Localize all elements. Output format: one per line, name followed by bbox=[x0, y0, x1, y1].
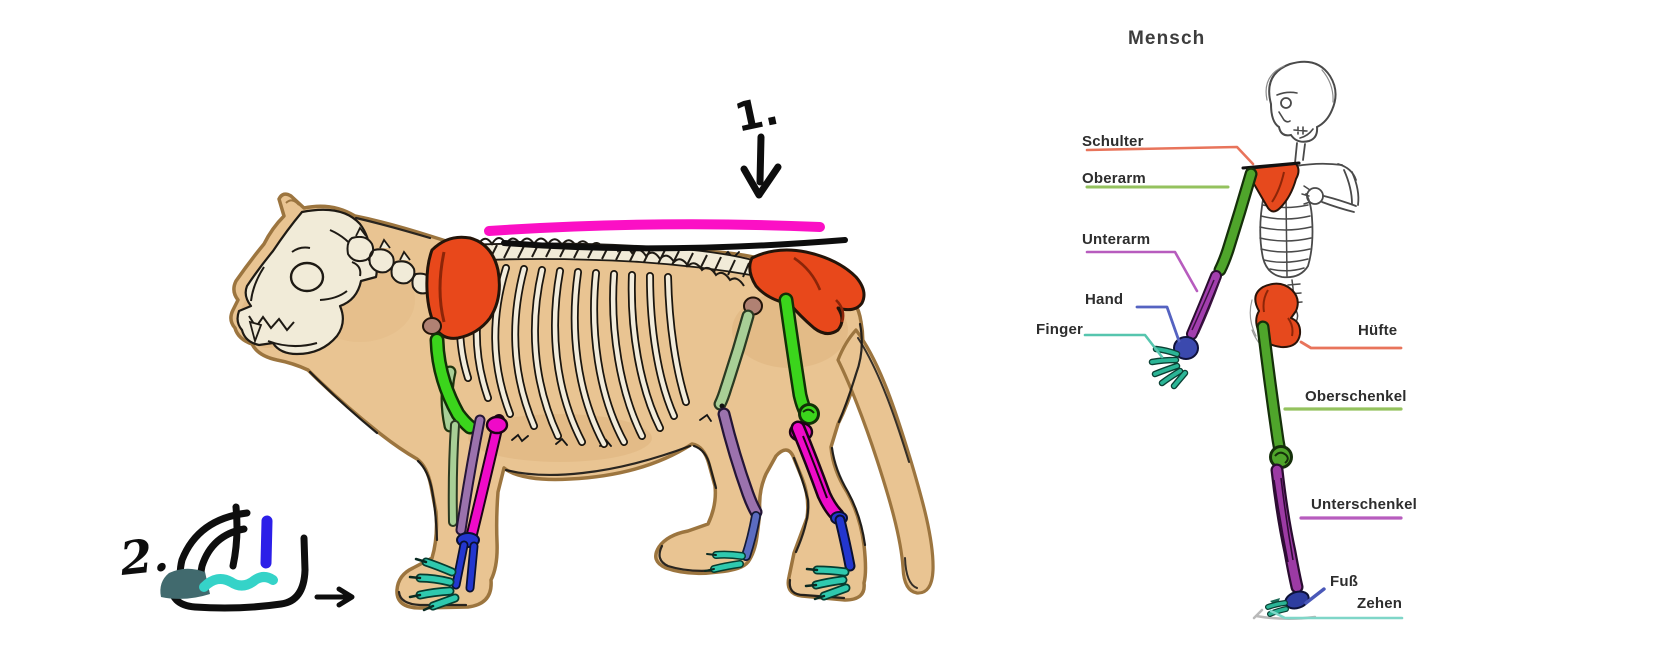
human-arm-bones bbox=[1148, 161, 1301, 390]
label-hand: Hand bbox=[1085, 291, 1124, 308]
finger-leader-line bbox=[1083, 333, 1164, 359]
annotations: 1. 2. bbox=[117, 88, 848, 612]
lion-scapula bbox=[422, 235, 501, 340]
down-arrow-shaft bbox=[756, 133, 765, 186]
far-toes bbox=[711, 552, 745, 572]
human-scapula-topline bbox=[1241, 161, 1301, 170]
doodle-blue-bar bbox=[260, 515, 273, 569]
humerus bbox=[432, 335, 475, 432]
knee-ball bbox=[801, 406, 817, 422]
mark-step-two: 2. bbox=[117, 527, 171, 586]
hind-claws bbox=[804, 567, 826, 601]
scapula-detail bbox=[438, 251, 446, 323]
front-toes bbox=[417, 559, 458, 609]
ulna bbox=[457, 416, 484, 534]
label-zehen: Zehen bbox=[1357, 595, 1403, 612]
doodle-cyan-wave bbox=[199, 572, 278, 592]
label-leader-lines bbox=[1083, 145, 1404, 620]
tibia bbox=[793, 423, 842, 520]
far-knee-dot bbox=[719, 403, 725, 409]
radius-head bbox=[485, 415, 509, 435]
human-right-arm bbox=[1321, 163, 1360, 213]
schulter-leader-line bbox=[1085, 145, 1255, 166]
lion-skull-details bbox=[250, 229, 362, 347]
human-skull-echo bbox=[1265, 65, 1334, 103]
right-arrow-icon bbox=[314, 586, 355, 608]
human-tibia bbox=[1272, 465, 1302, 592]
doodle-outline-strokes bbox=[167, 503, 309, 612]
human-face-details bbox=[1276, 91, 1314, 139]
human-pelvis-detail bbox=[1262, 289, 1294, 337]
label-oberarm: Oberarm bbox=[1082, 170, 1146, 187]
lion-canine-tooth bbox=[248, 320, 263, 344]
knee-swirl bbox=[802, 408, 815, 414]
human-forearm-bones-lines bbox=[1191, 279, 1221, 335]
far-claws bbox=[704, 553, 717, 572]
human-ribs bbox=[1259, 204, 1312, 272]
foot-doodle bbox=[160, 503, 309, 612]
human-skull bbox=[1268, 60, 1337, 143]
human-knee-swirl bbox=[1274, 451, 1289, 464]
down-arrow-head bbox=[740, 163, 782, 199]
fuss-leader-line bbox=[1304, 587, 1326, 605]
human-tibia-lines bbox=[1273, 477, 1294, 563]
human-eye-socket bbox=[1280, 97, 1292, 109]
huefte-leader-line bbox=[1299, 340, 1403, 350]
back-highlight-black-line bbox=[501, 237, 848, 252]
metatarsus bbox=[836, 516, 854, 570]
lion-figure bbox=[229, 192, 935, 612]
neck-vertebrae-spikes bbox=[355, 226, 411, 261]
shoulder-joint-blob bbox=[422, 317, 442, 335]
far-femur bbox=[715, 311, 753, 409]
lion-front-leg-bones bbox=[408, 332, 509, 612]
metacarpals bbox=[453, 542, 477, 591]
human-toes bbox=[1266, 601, 1288, 616]
lion-ink-outline bbox=[308, 216, 867, 607]
human-figure bbox=[1083, 60, 1404, 620]
far-metatarsus bbox=[742, 512, 760, 560]
label-oberschenkel: Oberschenkel bbox=[1305, 388, 1407, 405]
label-finger: Finger bbox=[1036, 321, 1084, 338]
down-arrow-icon bbox=[740, 133, 782, 199]
human-scapula bbox=[1246, 163, 1300, 213]
mark-step-one: 1. bbox=[731, 88, 783, 142]
far-radius bbox=[449, 422, 458, 525]
spine-process-crest bbox=[449, 237, 745, 287]
lion-eye-socket bbox=[289, 261, 325, 293]
lion-neck-vertebrae bbox=[346, 226, 434, 295]
zehen-leader-line bbox=[1269, 609, 1404, 620]
hand-leader-line bbox=[1135, 305, 1181, 343]
far-tibia bbox=[719, 409, 761, 517]
pelvis-detail bbox=[793, 256, 845, 323]
hind-toes bbox=[813, 567, 849, 599]
back-highlight-pink-line bbox=[484, 219, 825, 236]
label-schulter: Schulter bbox=[1082, 133, 1144, 150]
unterarm-leader-line bbox=[1085, 250, 1199, 293]
label-unterschenkel: Unterschenkel bbox=[1311, 496, 1417, 513]
neck-vertebrae-blobs bbox=[346, 235, 434, 295]
lion-ear-inner-line bbox=[285, 199, 300, 206]
figure-title: Mensch bbox=[1128, 28, 1206, 49]
right-arrow-head bbox=[336, 586, 355, 608]
scapula-bone bbox=[425, 235, 501, 340]
tibia-inner-line bbox=[802, 435, 828, 499]
label-fuss: Fuß bbox=[1330, 573, 1359, 590]
human-leg-bones bbox=[1254, 282, 1310, 617]
lion-tail-sketch bbox=[857, 337, 918, 589]
lion-tail bbox=[836, 328, 935, 595]
label-huefte: Hüfte bbox=[1358, 322, 1398, 339]
label-unterarm: Unterarm bbox=[1082, 231, 1151, 248]
doodle-heel-wedge bbox=[160, 568, 210, 599]
human-fingers bbox=[1150, 347, 1187, 388]
human-scapula-detail bbox=[1271, 171, 1285, 203]
front-claws bbox=[408, 557, 435, 612]
human-humerus bbox=[1215, 169, 1256, 275]
human-neck bbox=[1294, 142, 1306, 164]
lion-hind-leg-bones bbox=[704, 292, 856, 601]
